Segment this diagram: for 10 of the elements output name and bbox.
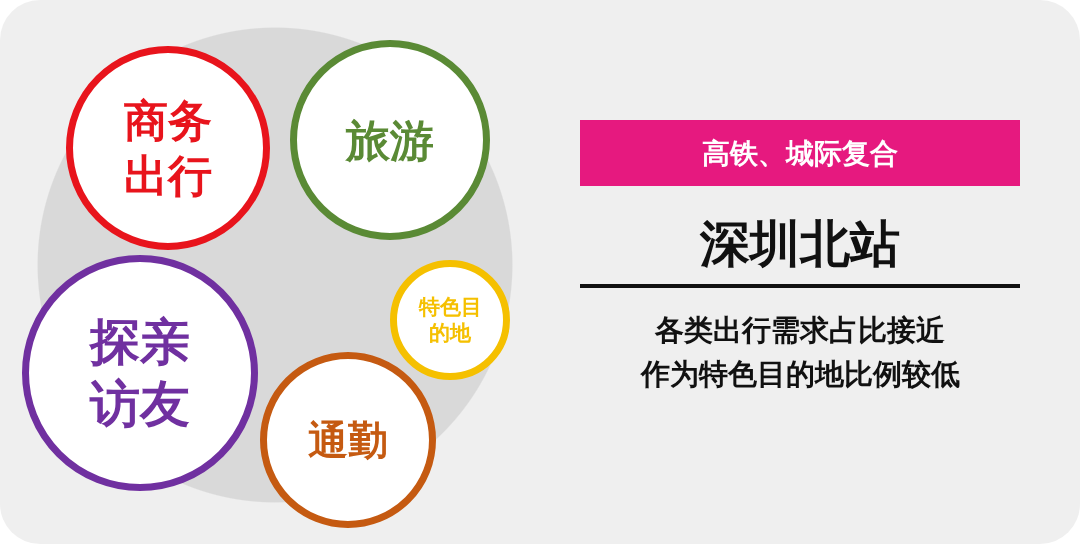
category-label: 探亲访友: [88, 310, 191, 435]
description-text: 作为特色目的地比例较低: [639, 356, 961, 393]
description-text: 各类出行需求占比接近: [654, 312, 946, 349]
category-label: 特色目的地: [417, 293, 483, 347]
title-banner: [580, 120, 1020, 186]
category-label: 旅游: [344, 113, 435, 168]
category-label: 通勤: [307, 415, 389, 465]
category-label: 商务出行: [123, 94, 213, 203]
station-title: 深圳北站: [699, 213, 901, 275]
banner-text: 高铁、城际复合: [702, 135, 898, 171]
